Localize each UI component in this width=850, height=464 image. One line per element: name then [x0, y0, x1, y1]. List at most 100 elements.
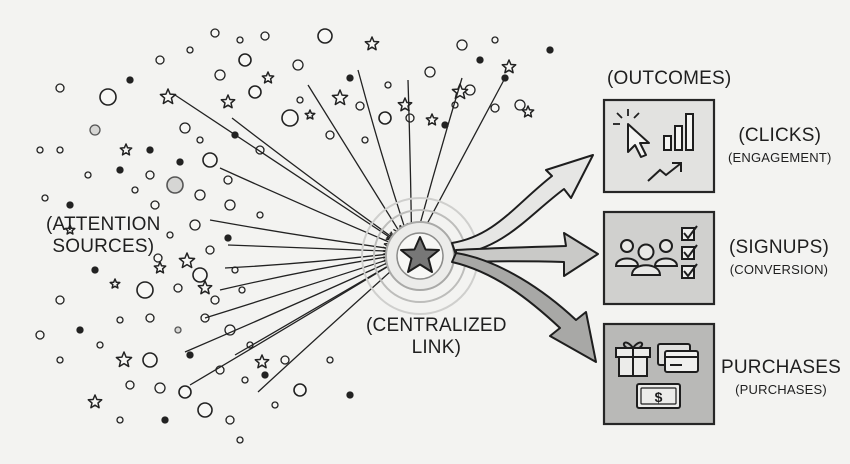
attention-ray [219, 167, 393, 244]
centralized-link-label-line1: (CENTRALIZED [366, 315, 507, 336]
clicks-label-main: (CLICKS) [738, 125, 822, 146]
particle-dot [166, 176, 184, 194]
attention-ray [184, 260, 393, 353]
particle-star-icon [501, 59, 517, 74]
particle-dot [179, 122, 191, 134]
signups-panel [602, 210, 716, 306]
clicks-label: (CLICKS) (ENGAGEMENT) [728, 126, 832, 165]
purchases-label-main: PURCHASES [721, 357, 842, 378]
attention-ray [407, 79, 413, 231]
attention-ray [307, 84, 401, 234]
particle-dot [490, 103, 500, 113]
particle-dot [361, 136, 369, 144]
particle-dot [325, 130, 335, 140]
particle-dot [236, 436, 244, 444]
particle-dot [292, 59, 304, 71]
particle-star-icon [261, 71, 275, 84]
particle-dot [346, 74, 354, 82]
centralized-link-label: (CENTRALIZED LINK) [366, 316, 507, 358]
particle-dot [66, 201, 74, 209]
dollar-bill-icon: $ [636, 383, 681, 409]
particle-dot [236, 36, 244, 44]
particle-dot [197, 402, 213, 418]
particle-dot [293, 383, 307, 397]
particle-star-icon [331, 89, 349, 106]
particle-dot [131, 186, 139, 194]
particle-star-icon [521, 105, 535, 118]
particle-star-icon [425, 113, 439, 126]
purchases-panel: $ [602, 322, 716, 426]
particle-dot [280, 355, 290, 365]
particle-dot [424, 66, 436, 78]
bar-chart-icon [663, 113, 694, 151]
particle-dot [150, 200, 160, 210]
attention-sources-label-line1: (ATTENTION [46, 214, 161, 235]
attention-ray [224, 253, 391, 269]
attention-ray [421, 77, 506, 233]
particle-dot [317, 28, 333, 44]
particle-dot [99, 88, 117, 106]
purchases-label-sub: (PURCHASES) [735, 381, 827, 397]
arrow-to-clicks [451, 154, 594, 256]
credit-card-icon [657, 343, 699, 373]
attention-ray [231, 117, 395, 240]
particle-dot [326, 356, 334, 364]
particle-dot [55, 83, 65, 93]
particle-dot [116, 416, 124, 424]
svg-text:$: $ [655, 389, 663, 405]
attention-ray [209, 219, 391, 250]
particle-dot [116, 316, 124, 324]
particle-dot [145, 170, 155, 180]
particle-dot [192, 267, 208, 283]
cursor-icon [613, 109, 650, 158]
particle-dot [224, 234, 232, 242]
particle-dot [89, 124, 101, 136]
attention-sources-label: (ATTENTION SOURCES) [46, 215, 161, 257]
particle-dot [210, 295, 220, 305]
particle-dot [256, 211, 264, 219]
particle-dot [296, 96, 304, 104]
attention-ray [357, 69, 407, 232]
particle-dot [76, 326, 84, 334]
particle-dot [384, 81, 392, 89]
particle-dot [491, 36, 499, 44]
particle-dot [116, 166, 124, 174]
particle-dot [186, 46, 194, 54]
signups-label-sub: (CONVERSION) [729, 261, 829, 277]
particle-dot [41, 194, 49, 202]
particle-dot [176, 158, 184, 166]
star-icon [400, 236, 440, 273]
attention-ray [417, 77, 463, 232]
particle-dot [546, 46, 554, 54]
attention-ray [227, 244, 391, 252]
particle-dot [224, 199, 236, 211]
centralized-link-hub [361, 197, 479, 315]
particle-dot [346, 391, 354, 399]
particle-dot [178, 385, 192, 399]
particle-star-icon [254, 354, 270, 369]
arrow-to-purchases [451, 252, 597, 363]
particle-dot [161, 416, 169, 424]
particle-dot [210, 28, 220, 38]
particle-dot [225, 415, 235, 425]
particle-dot [514, 99, 526, 111]
particle-dot [189, 219, 201, 231]
particle-star-icon [109, 278, 121, 289]
particle-dot [194, 189, 206, 201]
particle-dot [378, 111, 392, 125]
particle-dot [238, 53, 252, 67]
particle-dot [36, 146, 44, 154]
particle-dot [186, 351, 194, 359]
particle-dot [166, 231, 174, 239]
particle-dot [241, 376, 249, 384]
trend-arrow-icon [647, 162, 682, 182]
signups-label: (SIGNUPS) (CONVERSION) [729, 238, 829, 277]
outcome-arrows [451, 154, 599, 363]
attention-rays [174, 69, 506, 393]
particle-dot [476, 56, 484, 64]
particle-dot [405, 113, 415, 123]
attention-ray [174, 94, 395, 241]
particle-star-icon [304, 109, 316, 120]
clicks-label-sub: (ENGAGEMENT) [728, 149, 832, 165]
